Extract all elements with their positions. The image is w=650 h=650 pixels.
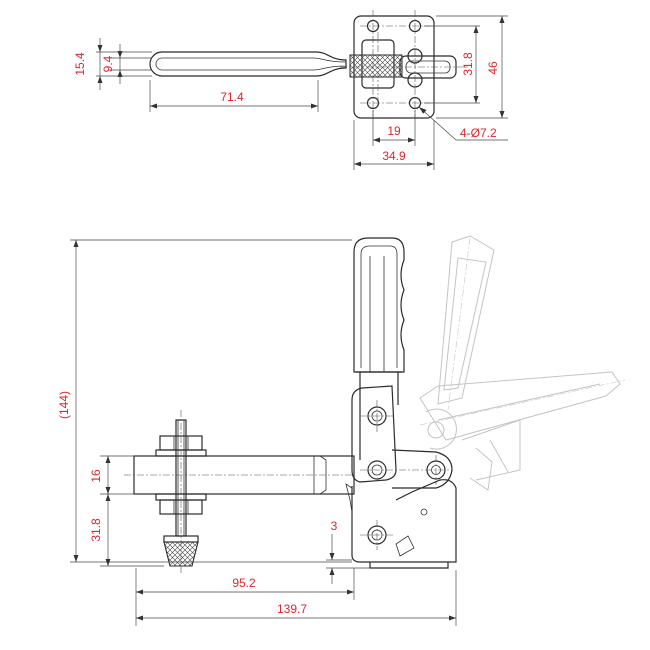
dim-base-height: 46 bbox=[486, 61, 500, 75]
top-view: 15.4 9.4 71.4 31.8 46 19 34.9 4-Ø7.2 bbox=[73, 10, 508, 170]
dim-spindle-reach: 95.2 bbox=[232, 576, 256, 590]
dim-base-hole-pitch-x: 19 bbox=[387, 124, 401, 138]
dim-holes: 4-Ø7.2 bbox=[460, 126, 497, 140]
dim-handle-width-outer: 15.4 bbox=[73, 52, 87, 76]
dim-overall-length: 139.7 bbox=[277, 602, 307, 616]
side-base-body bbox=[351, 479, 457, 563]
top-handle-slot bbox=[155, 57, 347, 71]
dim-base-hole-pitch-y: 31.8 bbox=[461, 52, 475, 76]
dim-spindle-height: 31.8 bbox=[89, 518, 103, 542]
dim-offset: 3 bbox=[331, 519, 338, 533]
side-handle-grip bbox=[353, 237, 405, 373]
dim-bar-height: 16 bbox=[89, 469, 103, 483]
top-link-arm bbox=[399, 55, 457, 79]
dim-base-width: 34.9 bbox=[382, 149, 406, 163]
side-link-plate bbox=[351, 385, 397, 483]
top-handle-outline bbox=[149, 51, 347, 77]
ghost-open-handle bbox=[419, 235, 626, 491]
dim-handle-length: 71.4 bbox=[220, 90, 244, 104]
side-view: (144) 16 31.8 3 95.2 139.7 bbox=[57, 235, 626, 626]
top-pivot-knurl bbox=[349, 54, 403, 78]
dim-overall-height: (144) bbox=[57, 391, 71, 419]
dim-handle-width-inner: 9.4 bbox=[101, 55, 115, 72]
